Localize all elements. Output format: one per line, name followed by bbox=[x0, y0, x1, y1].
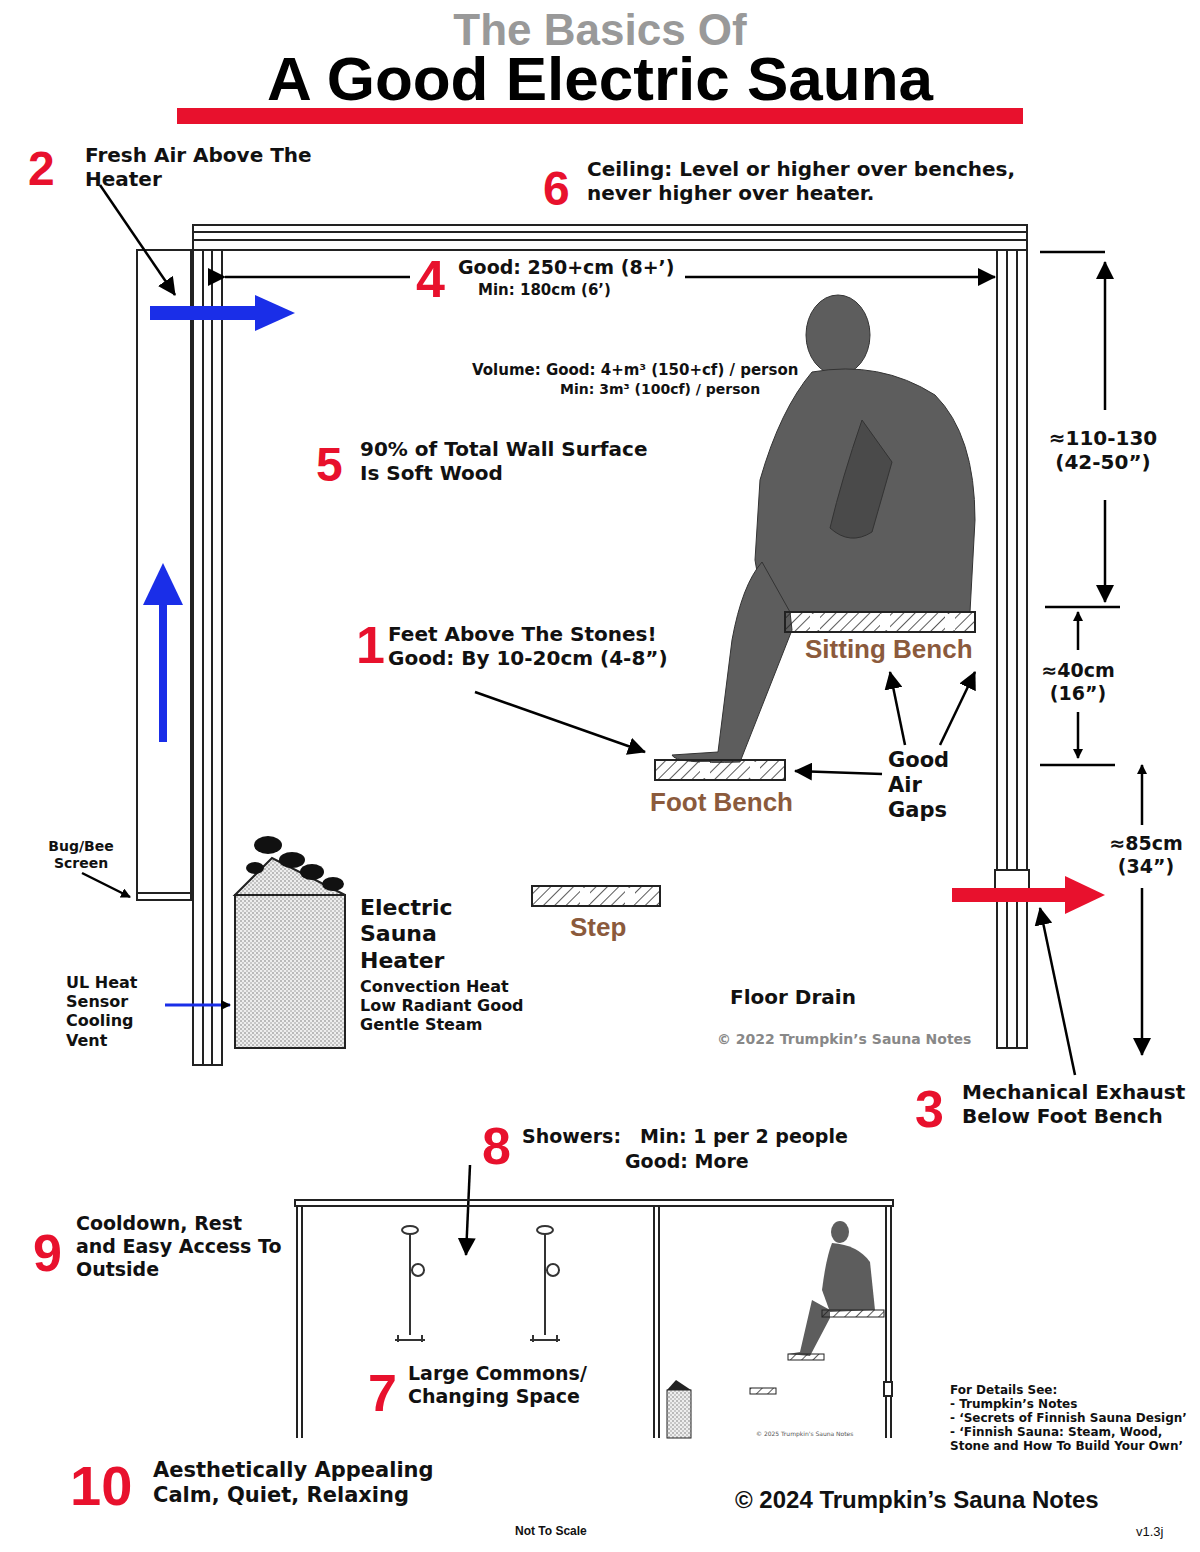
annotation-text: ≈40cm (16”) bbox=[1038, 659, 1118, 705]
callout-number: 7 bbox=[368, 1362, 397, 1424]
annotation-text: Convection Heat Low Radiant Good Gentle … bbox=[360, 977, 550, 1035]
callout-number: 4 bbox=[416, 248, 445, 310]
callout-number: 1 bbox=[356, 614, 385, 676]
annotation-text: Min: 3m³ (100cf) / person bbox=[560, 381, 760, 398]
callout-number: 10 bbox=[70, 1452, 132, 1519]
annotation-text: - ‘Finnish Sauna: Steam, Wood, Stone and… bbox=[950, 1425, 1195, 1454]
annotation-text: Volume: Good: 4+m³ (150+cf) / person bbox=[472, 361, 798, 379]
annotation-text: Aesthetically Appealing Calm, Quiet, Rel… bbox=[153, 1458, 443, 1508]
annotation-text: - Trumpkin’s Notes bbox=[950, 1397, 1077, 1411]
callout-number: 6 bbox=[543, 160, 570, 218]
annotation-text: Floor Drain bbox=[730, 985, 856, 1009]
annotation-text: Good Air Gaps bbox=[888, 748, 958, 824]
annotation-text: Foot Bench bbox=[650, 787, 793, 818]
callout-number: 9 bbox=[33, 1222, 62, 1284]
annotation-text: © 2022 Trumpkin’s Sauna Notes bbox=[717, 1031, 971, 1048]
annotation-text: Ceiling: Level or higher over benches, n… bbox=[587, 157, 1032, 205]
annotation-text: Showers: bbox=[522, 1125, 621, 1148]
callout-number: 3 bbox=[915, 1078, 944, 1140]
annotation-text: - ‘Secrets of Finnish Sauna Design’ bbox=[950, 1411, 1187, 1425]
annotation-text: Feet Above The Stones! Good: By 10-20cm … bbox=[388, 622, 708, 670]
callout-number: 8 bbox=[482, 1115, 511, 1177]
annotation-text: ≈85cm (34”) bbox=[1098, 832, 1194, 878]
annotation-text: ≈110-130 (42-50”) bbox=[1028, 426, 1178, 474]
annotation-text: Cooldown, Rest and Easy Access To Outsid… bbox=[76, 1212, 286, 1280]
annotation-text: © 2024 Trumpkin’s Sauna Notes bbox=[735, 1486, 1099, 1515]
annotation-text: Step bbox=[570, 912, 626, 943]
annotation-text: Bug/Bee Screen bbox=[38, 838, 124, 872]
annotation-text: Electric Sauna Heater bbox=[360, 895, 470, 974]
annotation-text: The Basics Of bbox=[453, 4, 746, 57]
annotation-text: Min: 1 per 2 people bbox=[640, 1125, 848, 1148]
annotation-text: 90% of Total Wall Surface Is Soft Wood bbox=[360, 437, 670, 485]
annotation-text: For Details See: bbox=[950, 1383, 1057, 1397]
annotation-text: Not To Scale bbox=[515, 1524, 587, 1538]
annotation-text: Good: More bbox=[625, 1150, 749, 1173]
annotation-text: v1.3j bbox=[1136, 1524, 1163, 1540]
annotation-text: Good: 250+cm (8+’) bbox=[458, 256, 675, 279]
annotation-text: Mechanical Exhaust Below Foot Bench bbox=[962, 1080, 1194, 1128]
annotation-text: © 2025 Trumpkin's Sauna Notes bbox=[756, 1430, 853, 1437]
annotation-text: Sitting Bench bbox=[805, 634, 973, 665]
annotation-text: Fresh Air Above The Heater bbox=[85, 143, 325, 191]
annotation-text: Large Commons/ Changing Space bbox=[408, 1362, 608, 1408]
callout-number: 2 bbox=[28, 140, 55, 198]
annotation-text: UL Heat Sensor Cooling Vent bbox=[66, 973, 166, 1050]
callout-number: 5 bbox=[316, 436, 343, 494]
annotation-text: Min: 180cm (6’) bbox=[478, 281, 611, 299]
